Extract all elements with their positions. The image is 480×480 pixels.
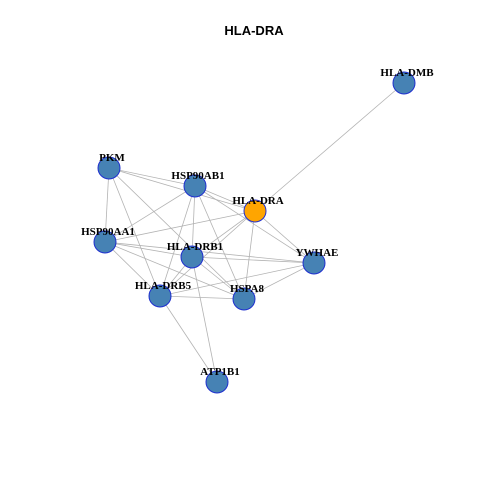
node-label-hla-drb5: HLA-DRB5 <box>135 280 192 292</box>
edge-hla-dmb-hla-dra <box>254 82 405 212</box>
node-circle-hsp90aa1 <box>93 230 117 254</box>
edge-ywhae-hspa8 <box>243 262 315 300</box>
edge-hsp90ab1-hsp90aa1 <box>104 185 196 243</box>
node-hla-dmb: HLA-DMB <box>380 67 434 95</box>
edge-hsp90ab1-ywhae <box>194 185 315 264</box>
node-circle-hla-drb1 <box>180 245 204 269</box>
edge-pkm-hsp90aa1 <box>104 167 110 243</box>
node-circle-hspa8 <box>232 287 256 311</box>
edge-pkm-hla-dra <box>108 167 256 212</box>
edge-hla-drb5-hspa8 <box>159 295 245 300</box>
node-label-ywhae: YWHAE <box>296 247 339 259</box>
node-label-hla-dra: HLA-DRA <box>232 195 283 207</box>
node-hsp90aa1: HSP90AA1 <box>81 226 135 254</box>
node-label-hla-drb1: HLA-DRB1 <box>167 241 223 253</box>
node-hsp90ab1: HSP90AB1 <box>171 170 225 198</box>
graph-title: HLA-DRA <box>224 23 284 38</box>
edge-pkm-hsp90ab1 <box>108 167 196 187</box>
node-circle-ywhae <box>302 251 326 275</box>
edge-hla-dra-hsp90aa1 <box>104 210 256 243</box>
node-label-atp1b1: ATP1B1 <box>200 366 240 378</box>
edge-ywhae-hla-drb5 <box>159 262 315 297</box>
edge-hla-drb1-atp1b1 <box>191 256 218 383</box>
node-circle-atp1b1 <box>205 370 229 394</box>
edge-layer <box>104 82 405 383</box>
node-circle-hla-dra <box>243 199 267 223</box>
node-circle-hsp90ab1 <box>183 174 207 198</box>
node-label-pkm: PKM <box>99 152 125 164</box>
node-ywhae: YWHAE <box>296 247 339 275</box>
edge-hsp90aa1-hla-drb5 <box>104 241 161 297</box>
node-label-hspa8: HSPA8 <box>230 283 265 295</box>
node-label-hsp90ab1: HSP90AB1 <box>171 170 224 182</box>
edge-pkm-hla-drb5 <box>108 167 161 297</box>
node-circle-pkm <box>97 156 121 180</box>
edge-hla-drb1-ywhae <box>191 256 315 264</box>
edge-hsp90aa1-ywhae <box>104 241 315 264</box>
edge-hla-dra-ywhae <box>254 210 315 264</box>
node-hla-drb5: HLA-DRB5 <box>135 280 192 308</box>
edge-hsp90ab1-hla-drb5 <box>159 185 196 297</box>
node-circle-hla-drb5 <box>148 284 172 308</box>
node-label-hsp90aa1: HSP90AA1 <box>81 226 135 238</box>
node-label-hla-dmb: HLA-DMB <box>380 67 434 79</box>
node-hla-dra: HLA-DRA <box>232 195 284 223</box>
edge-hsp90ab1-hla-drb1 <box>191 185 196 258</box>
node-hspa8: HSPA8 <box>230 283 265 311</box>
edge-pkm-hspa8 <box>108 167 245 300</box>
edge-hla-drb5-atp1b1 <box>159 295 218 383</box>
edge-hla-dra-hla-drb5 <box>159 210 256 297</box>
edge-hla-dra-hspa8 <box>243 210 256 300</box>
edge-hsp90aa1-hla-drb1 <box>104 241 193 258</box>
edge-hsp90aa1-hspa8 <box>104 241 245 300</box>
node-hla-drb1: HLA-DRB1 <box>167 241 223 269</box>
edge-hla-dra-hla-drb1 <box>191 210 256 258</box>
node-atp1b1: ATP1B1 <box>200 366 240 394</box>
node-circle-hla-dmb <box>392 71 416 95</box>
node-pkm: PKM <box>97 152 125 180</box>
